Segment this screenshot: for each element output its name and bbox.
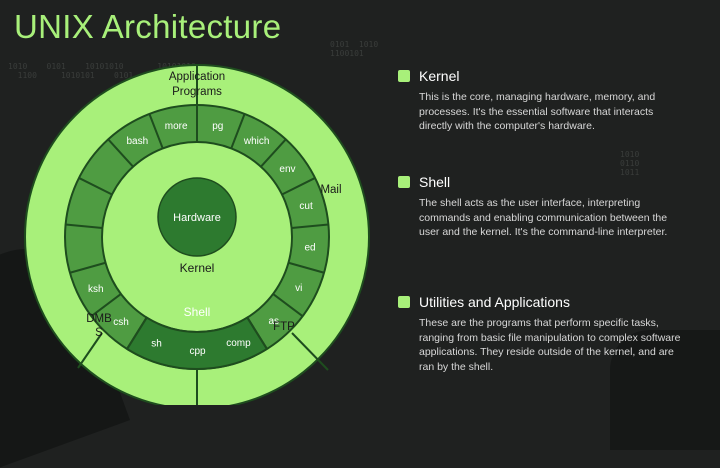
command-label-cpp: cpp — [190, 346, 207, 357]
ftp-label: FTP — [273, 321, 295, 333]
segment-divider — [126, 317, 148, 350]
command-label-ksh: ksh — [88, 284, 104, 295]
command-label-bash: bash — [126, 136, 148, 147]
command-label-cut: cut — [299, 201, 313, 212]
bullet-square-icon — [398, 70, 410, 82]
shell-section: Shell The shell acts as the user interfa… — [398, 172, 688, 240]
page-title: UNIX Architecture — [14, 8, 282, 45]
segment-divider — [69, 261, 106, 274]
background-code-pattern: 1010 0110 1011 — [620, 150, 640, 177]
segment-divider — [260, 138, 287, 168]
section-title: Utilities and Applications — [419, 294, 570, 310]
segment-divider — [107, 138, 134, 168]
command-label-more: more — [165, 121, 188, 132]
utilities-section: Utilities and Applications These are the… — [398, 292, 688, 374]
segment-divider — [291, 223, 329, 230]
section-body: This is the core, managing hardware, mem… — [419, 91, 656, 132]
segment-divider — [78, 177, 113, 196]
background-code-pattern: 0101 1010 1100101 — [330, 40, 379, 58]
unix-architecture-diagram: bash more pg which env cut ed vi as comp cpp sh csh k… — [24, 64, 370, 405]
command-label-vi: vi — [295, 283, 302, 294]
bullet-square-icon — [398, 176, 410, 188]
segment-divider — [90, 293, 122, 317]
section-title: Kernel — [419, 68, 460, 84]
segment-divider — [148, 113, 164, 149]
command-label-comp: comp — [226, 338, 251, 349]
dbms-label-line1: DMB — [86, 313, 112, 325]
section-body: These are the programs that perform spec… — [419, 317, 681, 373]
command-label-pg: pg — [212, 121, 223, 132]
ring-dividers — [65, 105, 329, 350]
hardware-core — [157, 177, 237, 257]
segment-divider — [288, 261, 325, 274]
mail-label: Mail — [320, 184, 341, 196]
command-label-sh: sh — [151, 339, 162, 350]
command-label-env: env — [279, 164, 295, 175]
application-programs-label-line2: Programs — [172, 86, 222, 98]
segment-divider — [246, 317, 268, 350]
segment-divider — [230, 113, 246, 149]
kernel-label: Kernel — [180, 261, 215, 275]
segment-divider — [281, 177, 316, 196]
command-label-csh: csh — [113, 317, 129, 328]
hardware-label: Hardware — [173, 212, 221, 224]
application-programs-label-line1: Application — [169, 71, 225, 83]
segment-divider — [272, 293, 304, 317]
command-label-which: which — [243, 136, 270, 147]
bullet-square-icon — [398, 296, 410, 308]
command-label-ed: ed — [304, 243, 315, 254]
dbms-label-line2: S — [95, 327, 103, 339]
command-label-as: as — [269, 316, 280, 327]
section-body: The shell acts as the user interface, in… — [419, 197, 668, 238]
segment-divider — [65, 223, 103, 230]
shell-label: Shell — [184, 305, 211, 319]
section-title: Shell — [419, 174, 451, 190]
outer-dividers — [77, 65, 329, 405]
kernel-section: Kernel This is the core, managing hardwa… — [398, 66, 688, 134]
